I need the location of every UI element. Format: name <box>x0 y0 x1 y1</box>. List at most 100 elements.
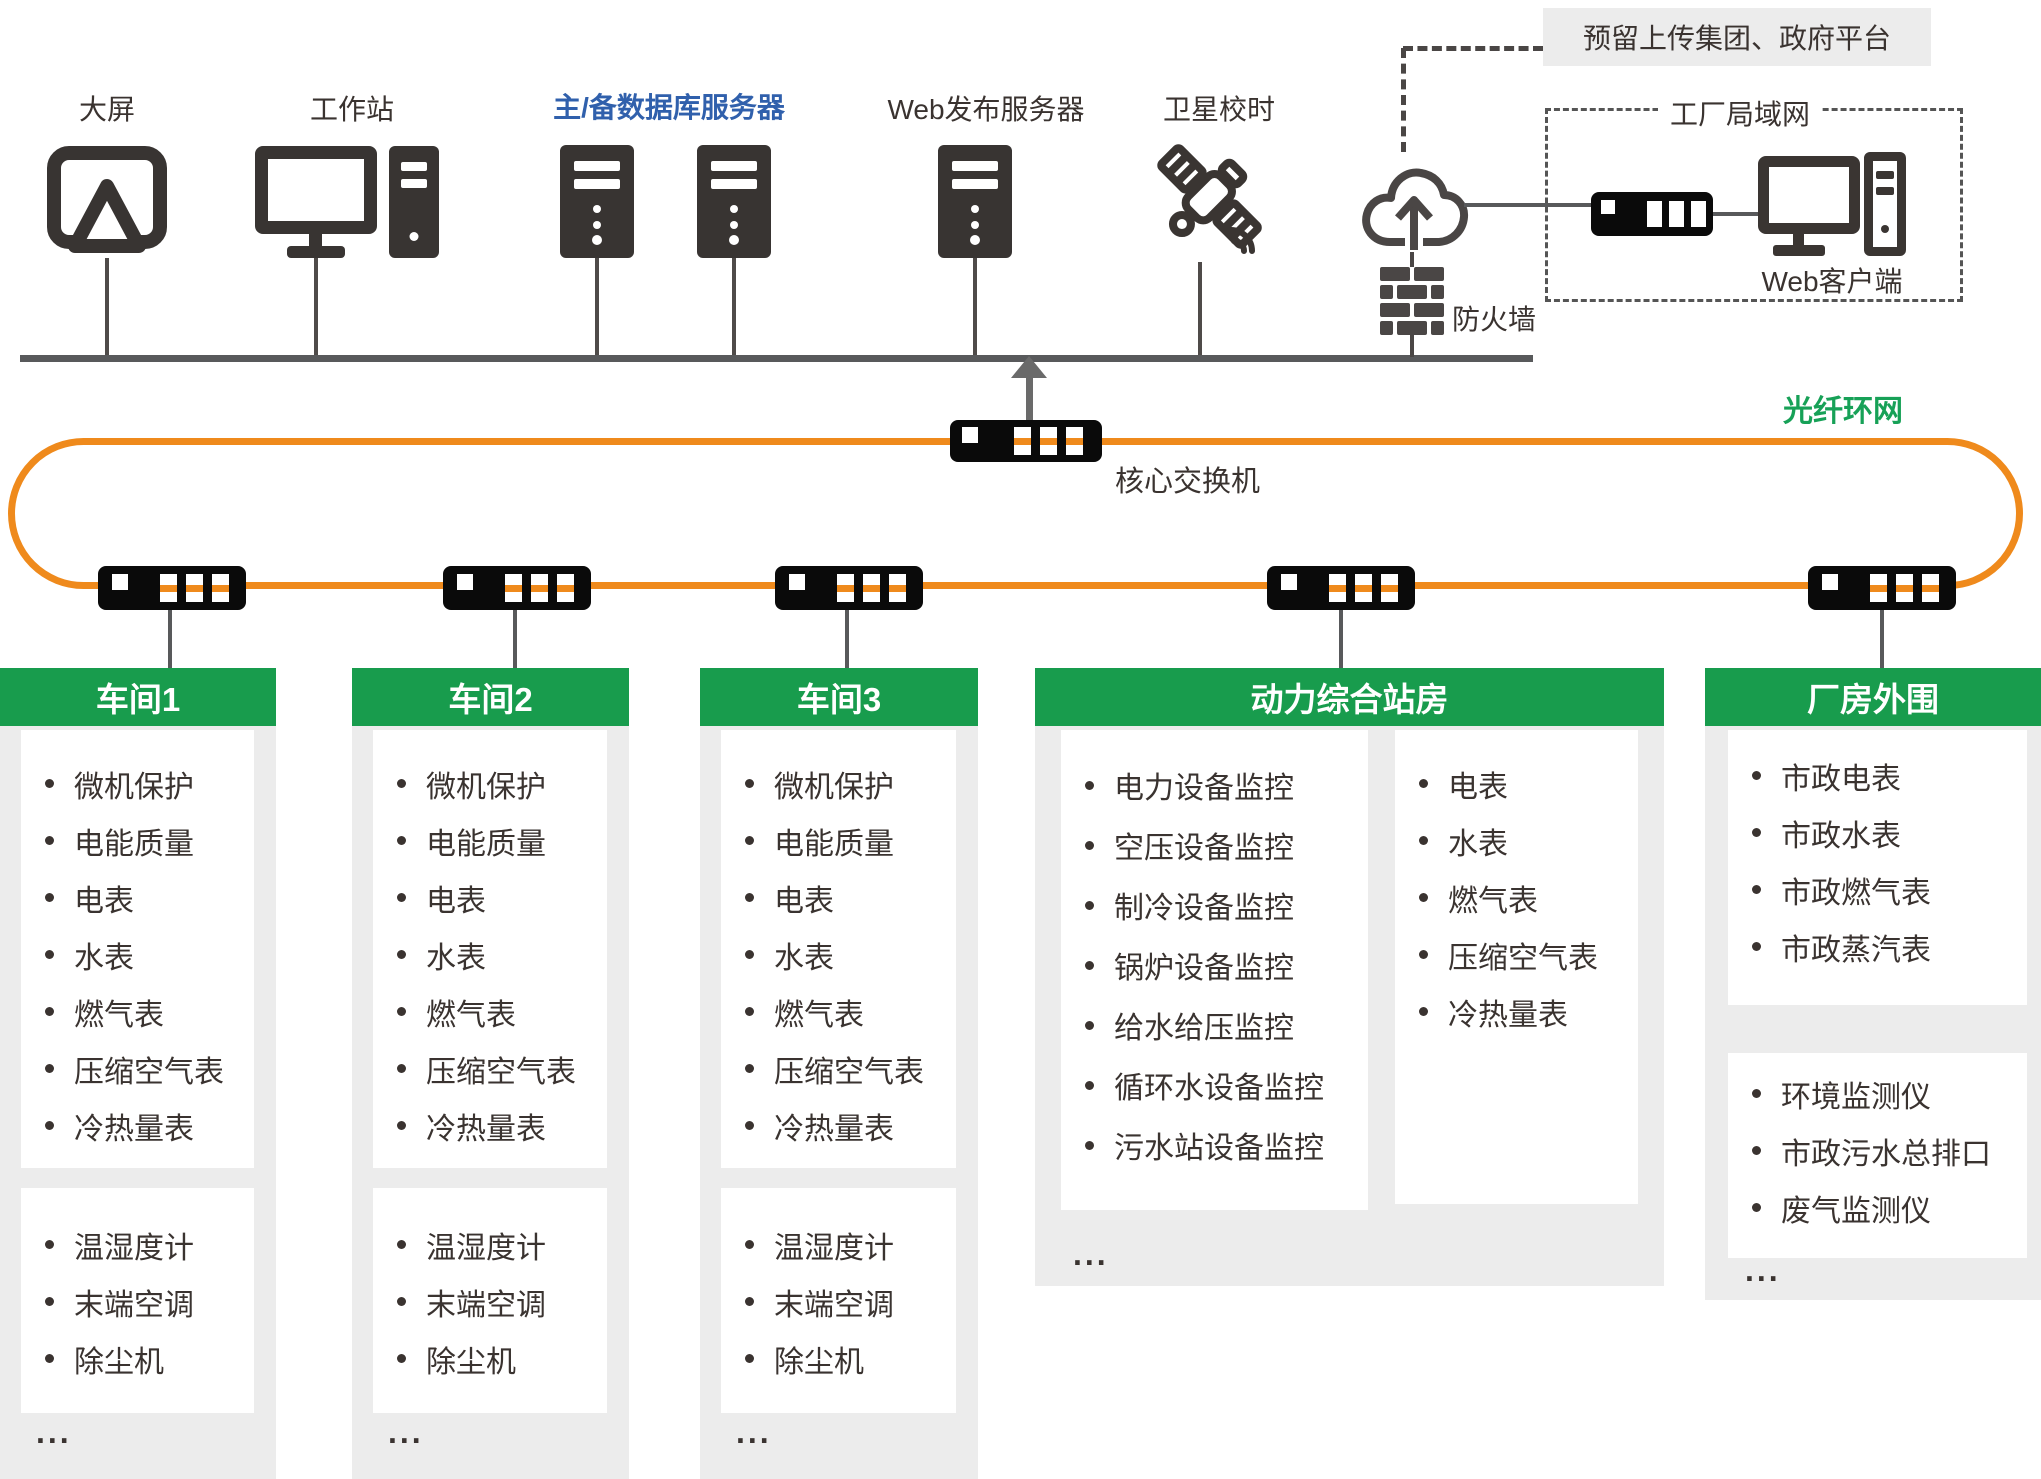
workstation-connector <box>314 258 318 355</box>
bigscreen-connector <box>105 258 109 355</box>
col2-group1-box: 微机保护 电能质量 电表 水表 燃气表 压缩空气表 冷热量表 <box>373 730 607 1168</box>
list-item: 冷热量表 <box>373 1097 607 1154</box>
list-item: 水表 <box>721 926 956 983</box>
list-item: 水表 <box>373 926 607 983</box>
list-item: 微机保护 <box>373 755 607 812</box>
list-item: 压缩空气表 <box>373 1040 607 1097</box>
list-item: 电表 <box>1395 755 1638 812</box>
list-item: 电力设备监控 <box>1061 755 1368 815</box>
list-item: 压缩空气表 <box>21 1040 254 1097</box>
col5-group1-box: 市政电表 市政水表 市政燃气表 市政蒸汽表 <box>1728 730 2027 1005</box>
list-item: 制冷设备监控 <box>1061 875 1368 935</box>
col3-header: 车间3 <box>700 668 978 726</box>
db-backup-connector <box>732 258 736 355</box>
switch2-col-connector <box>513 610 517 668</box>
list-item: 压缩空气表 <box>721 1040 956 1097</box>
access-switch-4-icon <box>1267 566 1415 610</box>
list-item: 水表 <box>21 926 254 983</box>
col4-group1-box: 电力设备监控 空压设备监控 制冷设备监控 锅炉设备监控 给水给压监控 循环水设备… <box>1061 730 1368 1210</box>
db-server-label: 主/备数据库服务器 <box>553 92 785 123</box>
list-item: 除尘机 <box>373 1330 607 1387</box>
col4-more: ... <box>1073 1236 1109 1272</box>
cloud-firewall-connector <box>1410 252 1414 267</box>
cloud-lan-connector <box>1464 203 1592 207</box>
list-item: 锅炉设备监控 <box>1061 935 1368 995</box>
access-switch-3-icon <box>775 566 923 610</box>
list-item: 电表 <box>21 869 254 926</box>
col2-header: 车间2 <box>352 668 629 726</box>
list-item: 废气监测仪 <box>1728 1179 2027 1236</box>
col1-more: ... <box>36 1414 72 1450</box>
access-switch-5-icon <box>1808 566 1956 610</box>
list-item: 电能质量 <box>721 812 956 869</box>
col3-group2-box: 温湿度计 末端空调 除尘机 <box>721 1188 956 1413</box>
core-switch-icon <box>950 420 1102 462</box>
switch5-col-connector <box>1880 610 1884 668</box>
switch-client-connector <box>1713 212 1761 216</box>
satellite-label: 卫星校时 <box>1162 94 1275 125</box>
reserved-platform-box: 预留上传集团、政府平台 <box>1543 8 1931 66</box>
reserved-link-horizontal <box>1403 46 1543 51</box>
switch4-col-connector <box>1339 610 1343 668</box>
list-item: 末端空调 <box>21 1273 254 1330</box>
col5-more: ... <box>1745 1252 1781 1288</box>
core-uplink-arrow-shaft <box>1026 372 1033 422</box>
list-item: 冷热量表 <box>721 1097 956 1154</box>
list-item: 电能质量 <box>373 812 607 869</box>
list-item: 市政电表 <box>1728 747 2027 804</box>
list-item: 温湿度计 <box>21 1216 254 1273</box>
list-item: 循环水设备监控 <box>1061 1055 1368 1115</box>
web-client-label: Web客户端 <box>1761 266 1903 297</box>
col2-group2-box: 温湿度计 末端空调 除尘机 <box>373 1188 607 1413</box>
cloud-upload-icon <box>1358 150 1470 258</box>
access-switch-2-icon <box>443 566 591 610</box>
list-item: 电表 <box>373 869 607 926</box>
col1-group2-box: 温湿度计 末端空调 除尘机 <box>21 1188 254 1413</box>
db-primary-connector <box>595 258 599 355</box>
list-item: 市政污水总排口 <box>1728 1122 2027 1179</box>
web-server-connector <box>973 258 977 355</box>
list-item: 给水给压监控 <box>1061 995 1368 1055</box>
col1-group1-box: 微机保护 电能质量 电表 水表 燃气表 压缩空气表 冷热量表 <box>21 730 254 1168</box>
list-item: 燃气表 <box>373 983 607 1040</box>
col5-group2-box: 环境监测仪 市政污水总排口 废气监测仪 <box>1728 1053 2027 1258</box>
list-item: 污水站设备监控 <box>1061 1115 1368 1175</box>
list-item: 冷热量表 <box>21 1097 254 1154</box>
switch3-col-connector <box>845 610 849 668</box>
bigscreen-icon <box>47 146 167 260</box>
access-switch-1-icon <box>98 566 246 610</box>
list-item: 环境监测仪 <box>1728 1065 2027 1122</box>
list-item: 电能质量 <box>21 812 254 869</box>
list-item: 除尘机 <box>21 1330 254 1387</box>
col3-group1-box: 微机保护 电能质量 电表 水表 燃气表 压缩空气表 冷热量表 <box>721 730 956 1168</box>
bigscreen-label: 大屏 <box>78 94 135 125</box>
list-item: 压缩空气表 <box>1395 926 1638 983</box>
list-item: 温湿度计 <box>373 1216 607 1273</box>
fiber-ring-label: 光纤环网 <box>1783 395 1903 428</box>
list-item: 末端空调 <box>373 1273 607 1330</box>
list-item: 燃气表 <box>21 983 254 1040</box>
list-item: 温湿度计 <box>721 1216 956 1273</box>
core-uplink-arrow-icon <box>1011 356 1047 378</box>
list-item: 微机保护 <box>21 755 254 812</box>
col5-header: 厂房外围 <box>1705 668 2041 726</box>
col1-header: 车间1 <box>0 668 276 726</box>
satellite-connector <box>1198 262 1202 355</box>
list-item: 市政水表 <box>1728 804 2027 861</box>
switch1-col-connector <box>168 610 172 668</box>
list-item: 市政蒸汽表 <box>1728 918 2027 975</box>
list-item: 燃气表 <box>1395 869 1638 926</box>
firewall-label: 防火墙 <box>1452 304 1537 335</box>
lan-switch-icon <box>1591 192 1713 236</box>
factory-lan-label: 工厂局域网 <box>1658 93 1823 133</box>
list-item: 冷热量表 <box>1395 983 1638 1040</box>
list-item: 燃气表 <box>721 983 956 1040</box>
satellite-icon <box>1148 142 1268 266</box>
firewall-bus-connector <box>1410 335 1414 357</box>
workstation-label: 工作站 <box>309 94 394 125</box>
list-item: 电表 <box>721 869 956 926</box>
web-server-label: Web发布服务器 <box>887 94 1085 125</box>
col2-more: ... <box>388 1414 424 1450</box>
ethernet-bus-line <box>20 355 1533 362</box>
